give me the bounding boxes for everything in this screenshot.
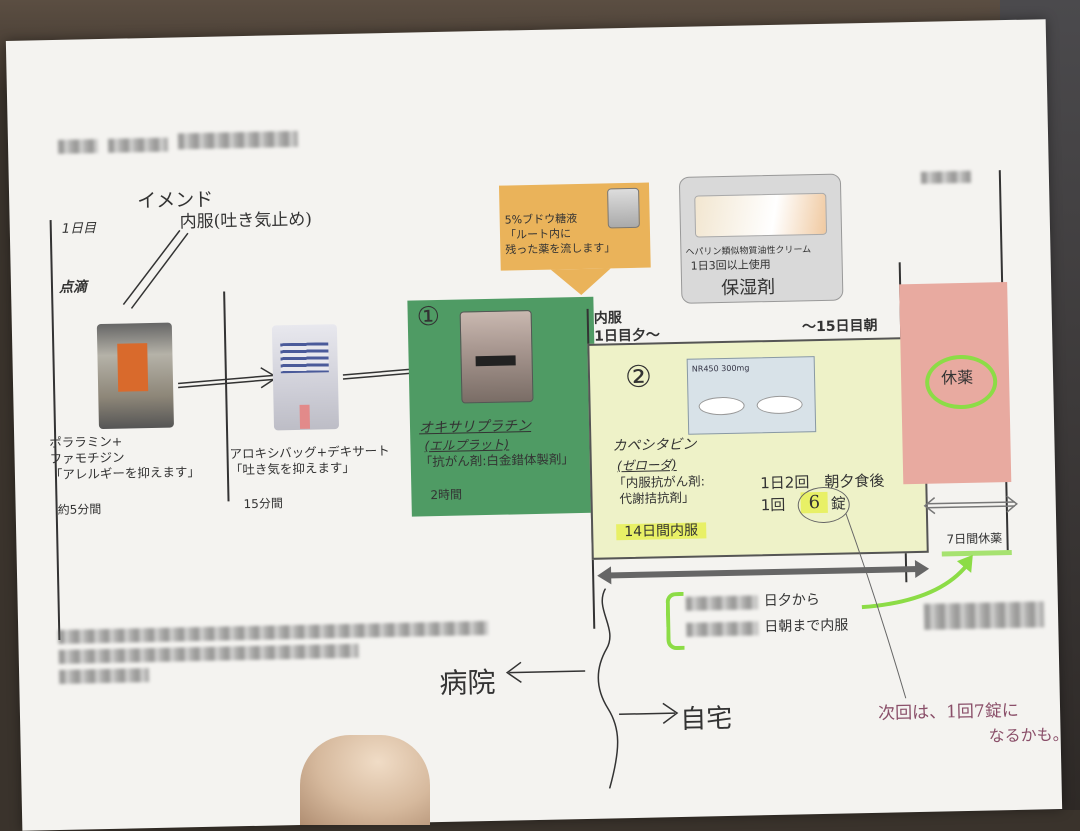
schedule-from: 日夕から — [763, 592, 820, 610]
step1-name-1: ポララミン+ — [49, 433, 123, 451]
oral-brand: (ゼローダ) — [616, 457, 677, 474]
oral-category-2: 代謝拮抗剤」 — [619, 489, 695, 507]
circle-1-handwritten: ① — [416, 301, 441, 333]
hospital-handwritten: 病院 — [439, 665, 496, 701]
oral-end: 〜15日目朝 — [801, 317, 878, 336]
redacted-corner — [923, 601, 1045, 630]
arrow-1-to-2 — [177, 367, 279, 389]
note-pointer-line — [845, 513, 907, 699]
wavy-divider — [597, 588, 619, 789]
step3-name: オキサリプラチン — [418, 418, 532, 437]
oral-period-arrow — [597, 560, 930, 585]
redacted-header — [57, 139, 99, 154]
redacted-date-2 — [686, 621, 759, 637]
flush-line-3: 残った薬を流します」 — [505, 241, 616, 257]
pill — [698, 396, 745, 416]
step2-purpose: 「吐き気を抑えます」 — [229, 459, 356, 478]
bag-port — [299, 404, 311, 429]
oral-dose-2-prefix: 1回 — [760, 495, 786, 515]
arrow-to-hospital — [505, 661, 586, 683]
home-handwritten: 自宅 — [679, 703, 733, 735]
step3-duration: 2時間 — [430, 487, 463, 503]
iv-bag-photo-1 — [96, 322, 174, 430]
next-note-line-2: なるかも。 — [988, 724, 1069, 746]
next-note-line-1: 次回は、1回7錠に — [877, 700, 1019, 724]
oral-name: カペシタビン — [612, 436, 697, 455]
step1-duration: 約5分間 — [57, 502, 102, 517]
iv-label: 点滴 — [58, 279, 88, 296]
oral-label: 内服 — [593, 310, 622, 327]
callout-arrow — [550, 268, 612, 296]
day1-label: 1日目 — [61, 221, 97, 237]
step1-name-2: ファモチジン — [49, 449, 125, 467]
rest-period-arrow — [923, 495, 1018, 515]
step3-category: 「抗がん剤:白金錯体製剤」 — [419, 451, 575, 470]
vial-label — [475, 355, 516, 367]
oral-category-1: 「内服抗がん剤: — [613, 473, 706, 491]
rest-label: 休薬 — [940, 367, 974, 388]
thumb — [300, 735, 430, 825]
circle-2-handwritten: ② — [624, 359, 653, 396]
rest-duration: 7日間休薬 — [946, 531, 1003, 547]
schedule-until: 日朝まで内服 — [764, 617, 849, 636]
arrow-to-home — [619, 702, 679, 724]
oral-duration: 14日間内服 — [616, 522, 707, 541]
treatment-schedule-sheet: 1日目 点滴 イメンド 内服(吐き気止め) ポララミン+ ファモチジン 「アレル… — [5, 19, 1069, 831]
pill — [756, 395, 803, 415]
redacted-note — [59, 668, 150, 684]
cream-line-2: 1日3回以上使用 — [690, 258, 771, 273]
redacted-note — [58, 643, 359, 665]
blister-text: NR450 300mg — [691, 363, 750, 374]
step2-duration: 15分間 — [243, 496, 284, 512]
glucose-bag-photo — [607, 187, 640, 229]
label-sticker — [117, 343, 149, 392]
capecitabine-blister-photo: NR450 300mg — [686, 356, 817, 435]
iv-bag-photo-2 — [271, 324, 340, 431]
redacted-header — [107, 137, 169, 153]
redacted-date-1 — [685, 595, 758, 611]
oxaliplatin-vial-photo — [459, 310, 534, 404]
cream-tube-photo — [694, 192, 828, 238]
step3-brand: (エルプラット) — [424, 436, 510, 454]
step1-purpose: 「アレルギーを抑えます」 — [49, 464, 201, 483]
step2-names: アロキシバッグ+デキサート — [229, 443, 390, 462]
pointer-arrows — [122, 229, 189, 309]
schedule-bracket — [665, 591, 685, 651]
redacted-note — [58, 621, 489, 645]
redacted-header — [177, 130, 299, 150]
redacted-topright — [920, 170, 972, 184]
label-lines — [280, 342, 329, 374]
moisturizer-handwritten: 保湿剤 — [720, 276, 776, 300]
